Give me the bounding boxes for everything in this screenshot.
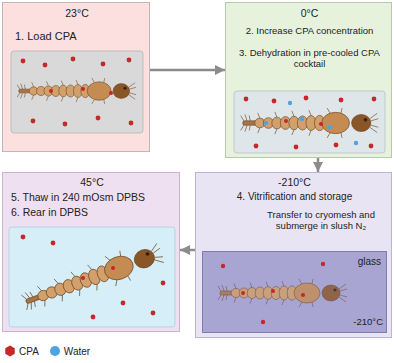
cpa-hexagon bbox=[5, 346, 15, 357]
legend-swatch bbox=[4, 345, 16, 357]
step-text: glass bbox=[323, 256, 381, 268]
flow-arrow bbox=[180, 249, 195, 252]
temperature-label: -210°C bbox=[196, 176, 393, 189]
larva bbox=[19, 238, 167, 318]
legend: CPA Water bbox=[4, 342, 100, 360]
larva bbox=[218, 279, 347, 307]
step-text: 1. Load CPA bbox=[15, 30, 139, 43]
larva bbox=[17, 78, 136, 104]
step-panel: 23°C 1. Load CPA bbox=[2, 2, 150, 152]
cpa-dots bbox=[221, 262, 325, 324]
temperature-label: 0°C bbox=[226, 7, 393, 20]
glass-region: glass -210°C bbox=[202, 251, 387, 333]
legend-item: Water bbox=[49, 345, 90, 357]
cpa-dots bbox=[21, 57, 134, 127]
temperature-label: 23°C bbox=[3, 7, 151, 20]
step-text: -210°C bbox=[313, 316, 383, 327]
step-text: 4. Vitrification and storage bbox=[200, 191, 389, 203]
step-text: 3. Dehydration in pre-cooled CPA cocktai… bbox=[230, 47, 389, 70]
step-text: 2. Increase CPA concentration bbox=[230, 25, 389, 36]
legend-swatch bbox=[49, 345, 61, 357]
dpbs-well bbox=[9, 227, 175, 327]
step-panel: 0°C 2. Increase CPA concentration 3. Dehyd… bbox=[225, 2, 392, 158]
legend-item: CPA bbox=[4, 345, 39, 357]
cpa-dots bbox=[244, 96, 377, 150]
step-text: 6. Rear in DPBS bbox=[11, 206, 177, 219]
temperature-label: 45°C bbox=[3, 176, 181, 189]
larva bbox=[241, 108, 379, 138]
step-panel: -210°C 4. Vitrification and storageTransf… bbox=[195, 172, 392, 338]
medium-well bbox=[11, 51, 143, 133]
water-circle bbox=[50, 346, 60, 356]
legend-label: Water bbox=[64, 346, 90, 357]
medium-well bbox=[234, 91, 385, 153]
larva-illustration bbox=[3, 3, 151, 159]
step-text: 5. Thaw in 240 mOsm DPBS bbox=[11, 191, 177, 204]
cpa-dots bbox=[21, 235, 166, 320]
step-panel: 45°C 5. Thaw in 240 mOsm DPBS 6. Rear in D… bbox=[2, 172, 180, 332]
flow-arrow bbox=[317, 158, 320, 172]
step-text: Transfer to cryomesh and submerge in slu… bbox=[254, 209, 388, 232]
legend-label: CPA bbox=[19, 346, 39, 357]
flow-arrow bbox=[150, 69, 225, 72]
water-dots bbox=[264, 101, 358, 145]
